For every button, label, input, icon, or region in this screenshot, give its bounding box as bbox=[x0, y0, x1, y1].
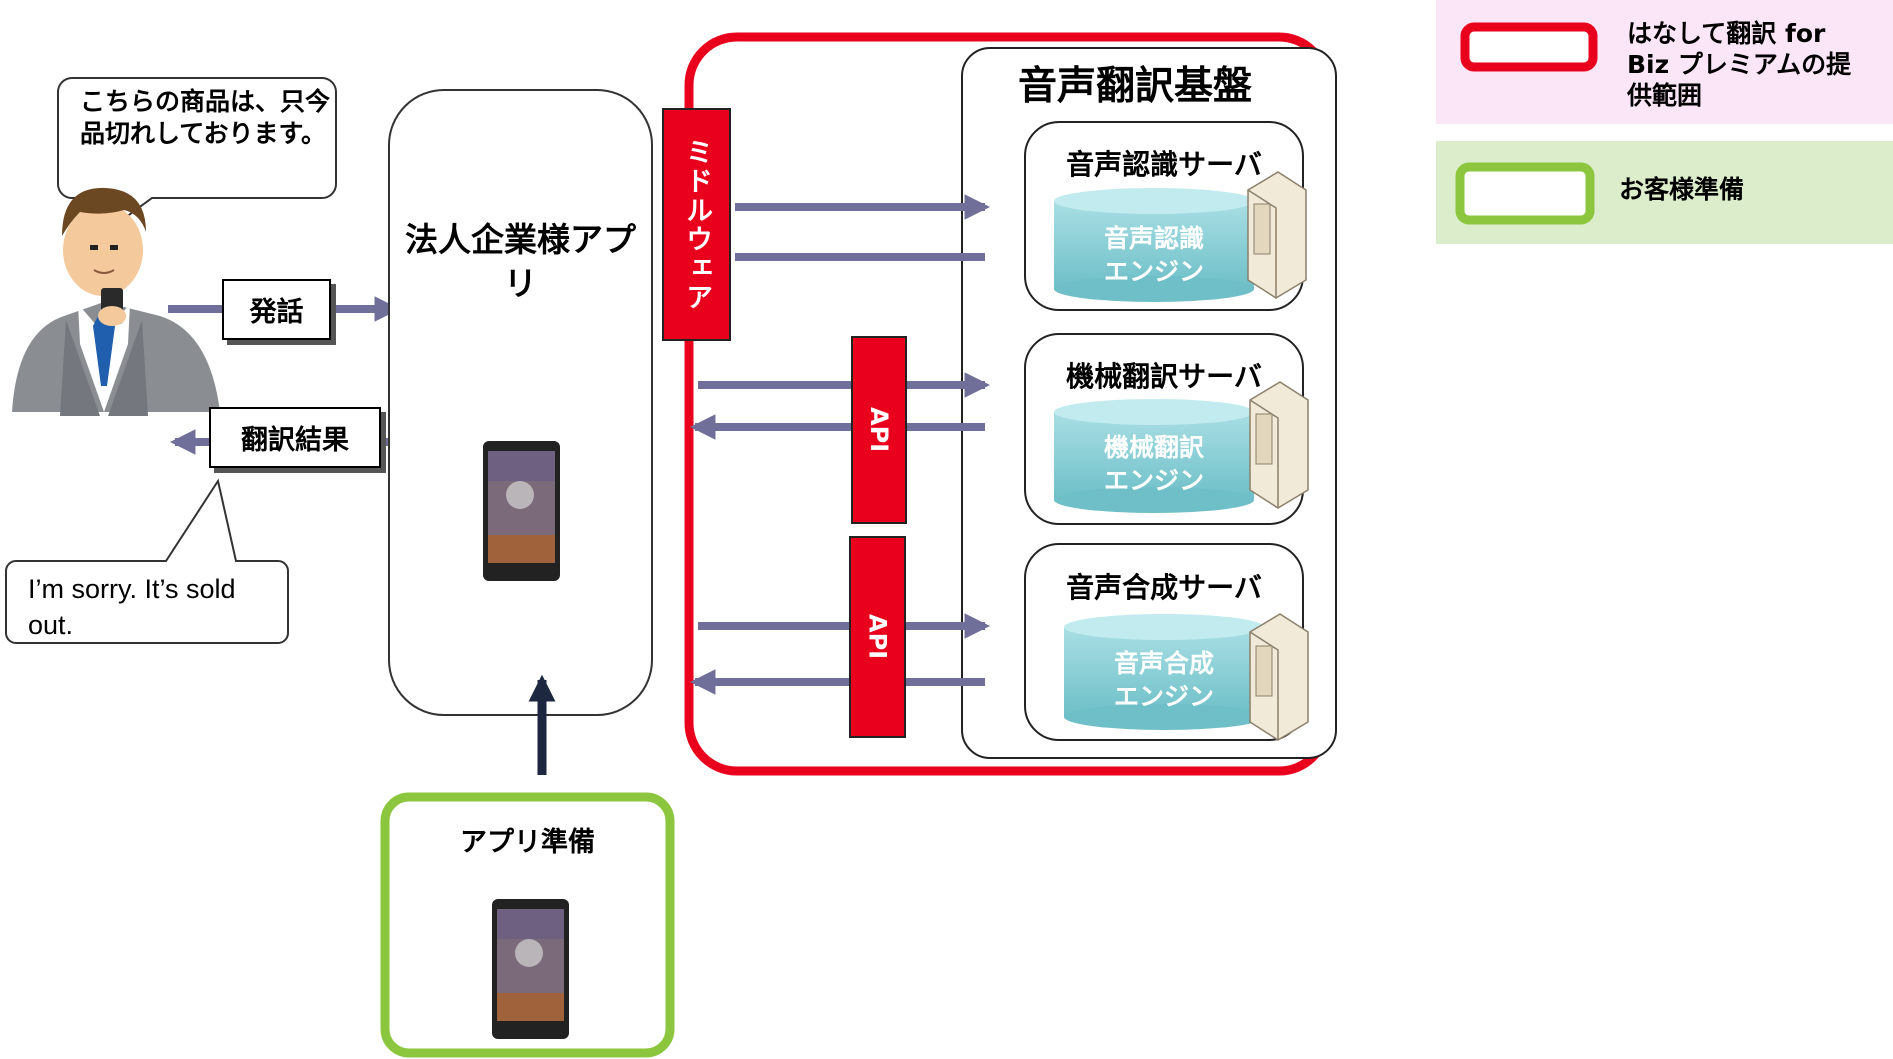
api-box-2: API bbox=[849, 536, 906, 738]
api-box-1: API bbox=[851, 336, 907, 524]
business-person-icon bbox=[12, 187, 220, 416]
server-tower-icon-2 bbox=[1249, 381, 1309, 509]
engine-label-3: 音声合成エンジン bbox=[1113, 649, 1214, 711]
result-bubble-text: I’m sorry. It’s sold out. bbox=[28, 574, 236, 640]
server-tower-icon-1 bbox=[1247, 171, 1307, 299]
server-name-3: 音声合成サーバ bbox=[1066, 571, 1262, 604]
middleware-box: ミドルウェア bbox=[662, 108, 731, 341]
smartphone-icon bbox=[483, 441, 560, 581]
translation-result-label: 翻訳結果 bbox=[209, 407, 381, 468]
speech-bubble-text: こちらの商品は、只今品切れしております。 bbox=[80, 87, 331, 148]
server-tower-icon-3 bbox=[1249, 613, 1309, 741]
engine-cylinder-3 bbox=[1064, 614, 1264, 730]
engine-cylinder-1 bbox=[1054, 188, 1254, 302]
platform-title: 音声翻訳基盤 bbox=[1017, 64, 1252, 109]
enterprise-app-title: 法人企業様アプリ bbox=[405, 220, 636, 303]
legend-label-customer: お客様準備 bbox=[1619, 175, 1745, 204]
engine-label-2: 機械翻訳エンジン bbox=[1103, 433, 1204, 495]
engine-cylinder-2 bbox=[1054, 399, 1254, 513]
server-name-1: 音声認識サーバ bbox=[1066, 148, 1262, 181]
engine-label-1: 音声認識エンジン bbox=[1103, 224, 1204, 286]
utterance-label: 発話 bbox=[222, 279, 331, 340]
app-prep-title: アプリ準備 bbox=[460, 827, 595, 858]
legend-label-premium: はなして翻訳 for Biz プレミアムの提供範囲 bbox=[1627, 19, 1852, 110]
result-bubble-shape bbox=[5, 478, 289, 644]
smartphone-icon-prep bbox=[492, 899, 569, 1039]
server-name-2: 機械翻訳サーバ bbox=[1066, 360, 1262, 393]
